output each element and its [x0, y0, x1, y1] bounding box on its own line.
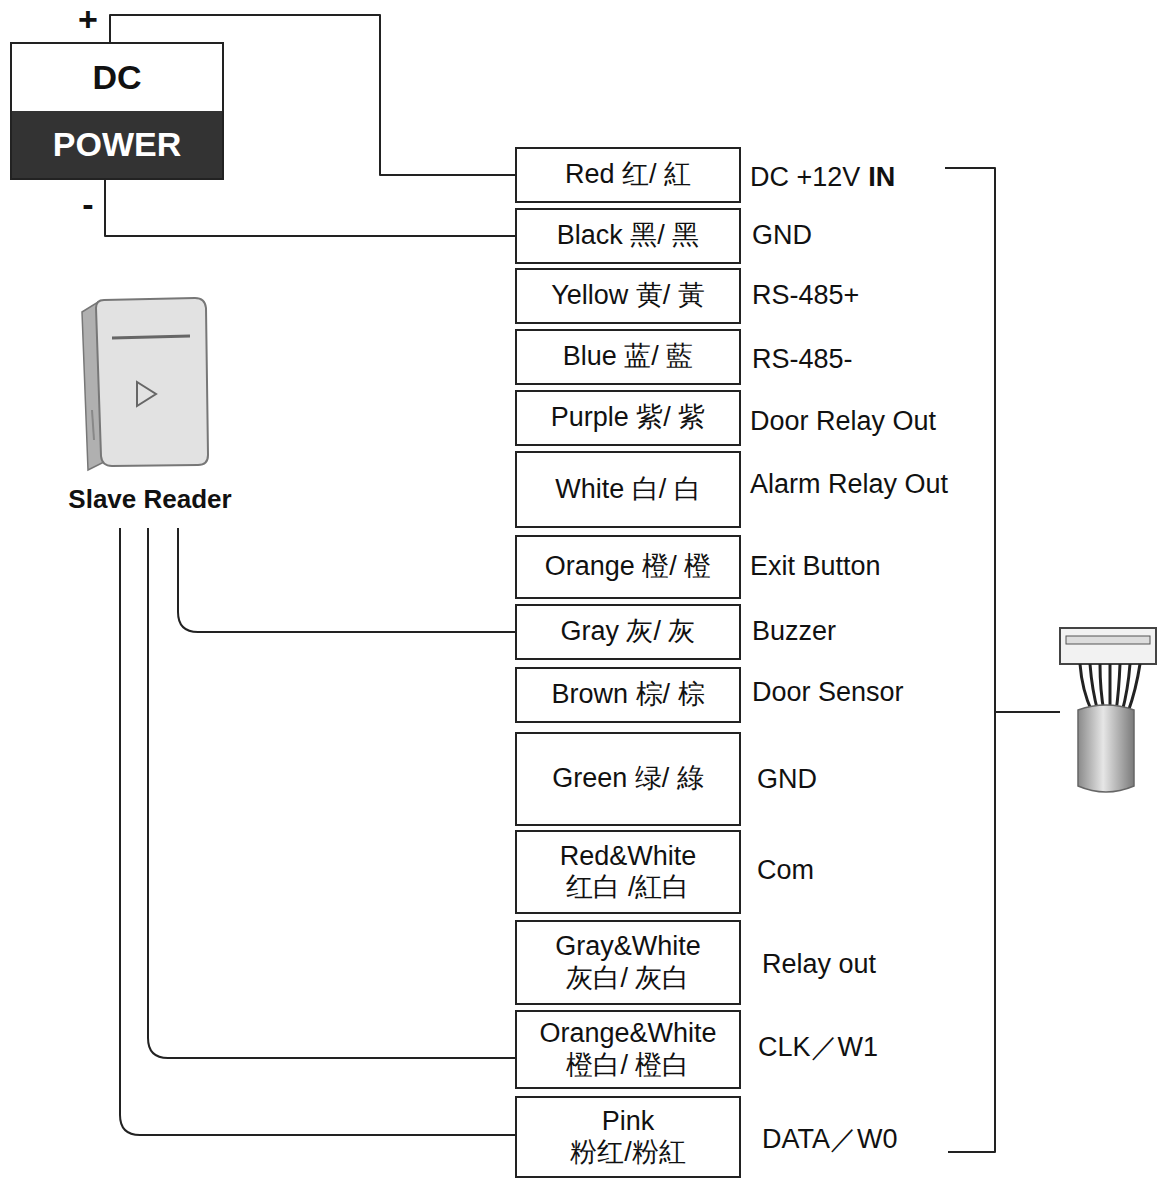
- wire-color-text: Brown 棕/ 棕: [551, 679, 704, 710]
- power-supply-box: DCPOWER: [10, 42, 224, 180]
- connector-wire: [1128, 664, 1140, 712]
- wire-color-box: Brown 棕/ 棕: [515, 667, 741, 723]
- wire-color-text: Gray 灰/ 灰: [560, 616, 695, 647]
- wire-color-text: Red&White 红白 /紅白: [560, 841, 697, 903]
- signal-name: RS-485+: [752, 280, 859, 311]
- wire-color-text: White 白/ 白: [555, 474, 701, 505]
- signal-name: Relay out: [762, 949, 876, 980]
- slave-reader-figure: [82, 298, 208, 470]
- connector-wire: [1116, 664, 1120, 712]
- cable-bracket: [945, 168, 995, 1152]
- wire-color-box: Orange 橙/ 橙: [515, 535, 741, 599]
- signal-name: Door Sensor: [752, 677, 904, 708]
- reader-wire: [120, 528, 515, 1135]
- signal-name: Exit Button: [750, 551, 881, 582]
- reader-icon: [137, 382, 156, 406]
- connector-pins: [1066, 636, 1150, 644]
- wire-color-text: Gray&White 灰白/ 灰白: [555, 931, 701, 993]
- polarity-mark: +: [78, 0, 98, 39]
- signal-name: GND: [757, 764, 817, 795]
- power-wire: [105, 180, 515, 236]
- signal-name: Buzzer: [752, 616, 836, 647]
- signal-name: CLK／W1: [758, 1032, 878, 1063]
- reader-face: [96, 298, 208, 466]
- wire-color-text: Green 绿/ 綠: [552, 763, 704, 794]
- signal-name: DC +12V: [750, 162, 860, 193]
- device-label: Slave Reader: [68, 485, 231, 515]
- power-label: DC: [12, 44, 222, 111]
- reader-wire: [178, 528, 515, 632]
- wire-color-box: Purple 紫/ 紫: [515, 390, 741, 446]
- connector-wire: [1122, 664, 1130, 712]
- wire-color-box: Black 黑/ 黑: [515, 208, 741, 264]
- signal-name: GND: [752, 220, 812, 251]
- wire-color-text: Blue 蓝/ 藍: [563, 341, 694, 372]
- signal-name: Alarm Relay Out: [750, 469, 948, 500]
- reader-wire: [148, 528, 515, 1058]
- wire-color-text: Black 黑/ 黑: [557, 220, 700, 251]
- signal-name: Door Relay Out: [750, 406, 936, 437]
- reader-slot: [112, 336, 190, 338]
- power-label: POWER: [12, 111, 222, 178]
- wire-color-box: Red 红/ 紅: [515, 147, 741, 203]
- wire-color-box: Red&White 红白 /紅白: [515, 830, 741, 914]
- reader-edge-mark: [92, 410, 94, 440]
- polarity-mark: -: [82, 185, 93, 224]
- wire-color-box: Orange&White 橙白/ 橙白: [515, 1010, 741, 1089]
- signal-name: RS-485-: [752, 344, 853, 375]
- wire-color-box: Gray&White 灰白/ 灰白: [515, 920, 741, 1005]
- signal-name: DATA／W0: [762, 1124, 898, 1155]
- wire-color-text: Yellow 黄/ 黃: [551, 280, 705, 311]
- wire-color-text: Purple 紫/ 紫: [551, 402, 706, 433]
- wire-color-box: Yellow 黄/ 黃: [515, 268, 741, 324]
- wire-color-text: Orange&White 橙白/ 橙白: [539, 1018, 716, 1080]
- cable-jacket: [1078, 705, 1134, 792]
- wire-color-text: Red 红/ 紅: [565, 159, 691, 190]
- wire-color-box: Pink 粉红/粉紅: [515, 1096, 741, 1178]
- connector-housing: [1060, 628, 1156, 664]
- wire-color-box: White 白/ 白: [515, 451, 741, 528]
- wire-color-text: Orange 橙/ 橙: [545, 551, 712, 582]
- bracket-leader: [995, 711, 1060, 713]
- wire-color-box: Green 绿/ 綠: [515, 732, 741, 826]
- connector-figure: [1060, 628, 1156, 792]
- wire-color-box: Gray 灰/ 灰: [515, 604, 741, 660]
- signal-name: IN: [868, 162, 895, 193]
- wire-color-text: Pink 粉红/粉紅: [570, 1106, 686, 1168]
- wire-color-box: Blue 蓝/ 藍: [515, 329, 741, 385]
- signal-name: Com: [757, 855, 814, 886]
